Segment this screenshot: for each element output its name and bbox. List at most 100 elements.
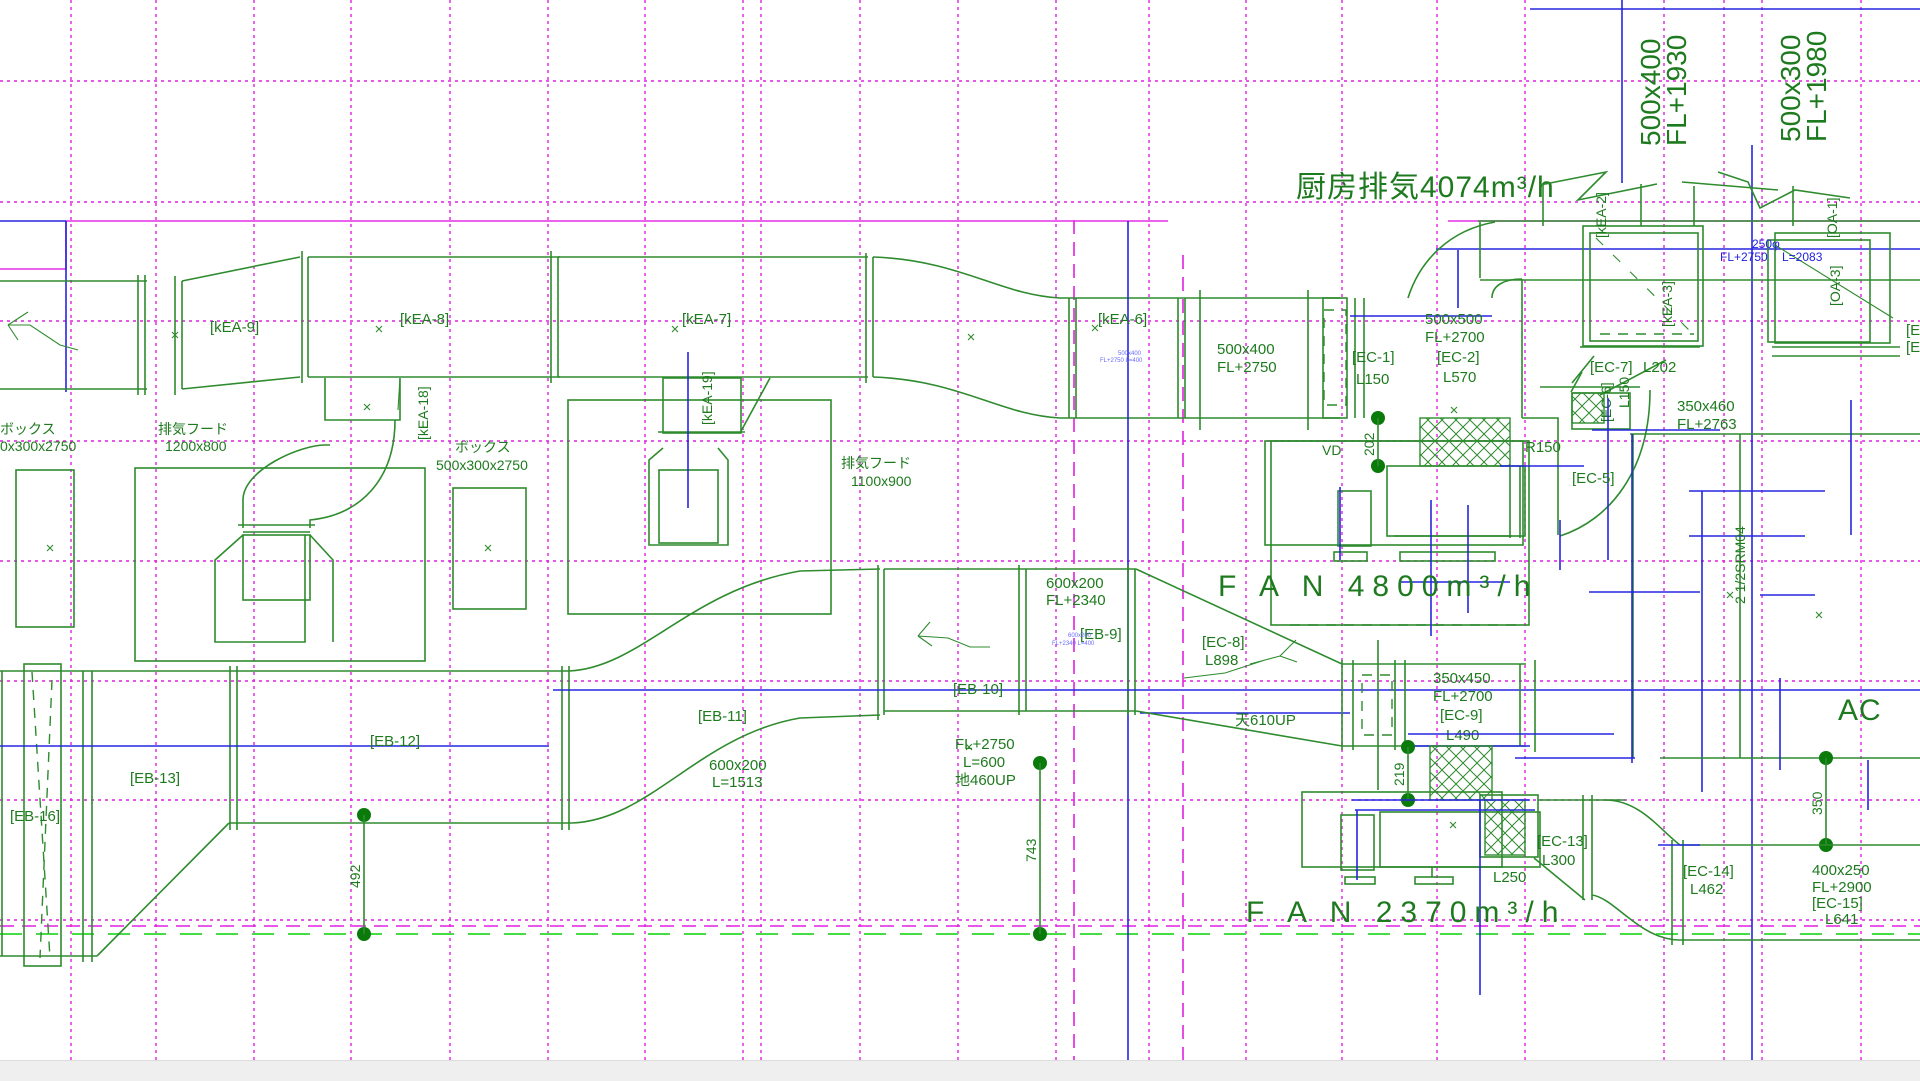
tag-kea-9: [kEA-9] bbox=[210, 319, 259, 336]
eb11-size: 600x200 bbox=[709, 757, 767, 774]
ec8-length: L898 bbox=[1205, 652, 1238, 669]
tag-kea-19: [kEA-19] bbox=[699, 371, 715, 425]
fan-2370[interactable]: [EC-8] L898 天610UP 350x450 FL+2700 [EC-9… bbox=[1135, 568, 1920, 995]
tag-ec-15: [EC-15] bbox=[1812, 895, 1863, 912]
duct-size-350x460: 350x460 bbox=[1677, 398, 1735, 415]
status-bar bbox=[0, 1060, 1920, 1081]
ec15-level: FL+2900 bbox=[1812, 879, 1872, 896]
box-left-name: ボックス bbox=[0, 421, 56, 437]
exhaust-duct-eb-run[interactable]: [EB-9] 600x200 FL+2340 L=400 600x200 FL+… bbox=[0, 565, 1920, 967]
duct-size-500x400: 500x400 bbox=[1217, 341, 1275, 358]
ec15-length: L641 bbox=[1825, 911, 1858, 928]
hood2-name: 排気フード bbox=[841, 455, 911, 471]
volume-damper-label: VD bbox=[1322, 442, 1341, 458]
fan-4800-title: F A N 4800m³/h bbox=[1218, 570, 1538, 603]
exhaust-hood-1[interactable]: 排気フード 1200x800 [kEA-18] bbox=[134, 377, 431, 662]
duct-a-level: FL+1930 bbox=[1661, 35, 1692, 146]
fan-4800[interactable]: [EC-1] L150 500x500 FL+2700 [EC-2] L570 … bbox=[1199, 290, 1561, 636]
tag-eb-13: [EB-13] bbox=[130, 770, 180, 787]
tag-ec-1: [EC-1] bbox=[1352, 349, 1395, 366]
tag-e-right-1: [E bbox=[1906, 322, 1920, 339]
duct-level-2700: FL+2700 bbox=[1425, 329, 1485, 346]
tag-ec-8: [EC-8] bbox=[1202, 634, 1245, 651]
tag-ec-13: [EC-13] bbox=[1537, 833, 1588, 850]
box-left-size: 0x300x2750 bbox=[0, 438, 77, 454]
ec7-length: L202 bbox=[1643, 359, 1676, 376]
kitchen-exhaust-duct-run[interactable]: [kEA-9] [kEA-8] [kEA-7] [kEA-6] 500x400 … bbox=[0, 220, 1340, 1060]
ceiling-up-note: 天610UP bbox=[1235, 712, 1296, 729]
ec14-length: L462 bbox=[1690, 881, 1723, 898]
duct-b-size: 500x300 bbox=[1775, 35, 1806, 142]
tag-oa-1: [OA-1] bbox=[1824, 198, 1840, 238]
tag-kea-8: [kEA-8] bbox=[400, 311, 449, 328]
dim-492: 492 bbox=[347, 864, 363, 888]
duct-b-level: FL+1980 bbox=[1801, 31, 1832, 142]
right-pipe-structure[interactable]: 2 1/2SRM04 AC 350 bbox=[1515, 400, 1920, 852]
tag-eb-10: [EB-10] bbox=[953, 681, 1003, 698]
length-l250: L250 bbox=[1493, 869, 1526, 886]
ec9-size: 350x450 bbox=[1433, 670, 1491, 687]
ec1-length: L150 bbox=[1356, 371, 1389, 388]
tag-ec-6: [EC-6] bbox=[1598, 382, 1614, 422]
tag-kea-3: [kEA-3] bbox=[1659, 281, 1675, 327]
dim-743: 743 bbox=[1023, 838, 1039, 862]
tag-kea-18: [kEA-18] bbox=[415, 386, 431, 440]
ec5-length: L150 bbox=[1616, 377, 1632, 408]
blue-duct-level: FL+2750 bbox=[1720, 250, 1768, 264]
dim-219: 219 bbox=[1391, 762, 1407, 786]
fan-discharge-connection[interactable]: [EC-7] L202 [EC-6] L150 350x460 FL+2763 … bbox=[1500, 355, 1737, 570]
tag-ec-9: [EC-9] bbox=[1440, 707, 1483, 724]
dim-202: 202 bbox=[1361, 432, 1377, 456]
insertion-markers bbox=[46, 324, 1823, 829]
tag-kea-2: [kEA-2] bbox=[1593, 192, 1609, 238]
ec9-length: L490 bbox=[1446, 727, 1479, 744]
duct-a-size: 500x400 bbox=[1635, 39, 1666, 146]
tag-eb-9: [EB-9] bbox=[1080, 626, 1122, 643]
kitchen-exhaust-title: 厨房排気4074m³/h bbox=[1296, 171, 1555, 204]
ec9-level: FL+2700 bbox=[1433, 688, 1493, 705]
box-mid-size: 500x300x2750 bbox=[436, 457, 528, 473]
tag-ec-2: [EC-2] bbox=[1437, 349, 1480, 366]
tag-oa-3: [OA-3] bbox=[1827, 266, 1843, 306]
tag-kea-7: [kEA-7] bbox=[682, 311, 731, 328]
tag-e-right-2: [E bbox=[1906, 339, 1920, 356]
box-left[interactable]: ボックス 0x300x2750 bbox=[0, 421, 77, 628]
hood2-size: 1100x900 bbox=[851, 473, 912, 489]
tiny-note-1b: FL+2750 L=400 bbox=[1100, 358, 1143, 364]
riser-note: 地460UP bbox=[955, 772, 1016, 789]
blue-duct-diameter: 250φ bbox=[1752, 237, 1780, 251]
radius-r150: R150 bbox=[1525, 439, 1561, 456]
kitchen-exhaust-riser[interactable]: 厨房排気4074m³/h 500x400 FL+1930 500x300 FL+… bbox=[1296, 0, 1920, 1060]
eb9-size: 600x200 bbox=[1046, 575, 1104, 592]
ec2-length: L570 bbox=[1443, 369, 1476, 386]
duct-level-2750: FL+2750 bbox=[1217, 359, 1277, 376]
box-mid[interactable]: ボックス 500x300x2750 bbox=[436, 439, 528, 610]
riser-length: L=600 bbox=[963, 754, 1005, 771]
tag-eb-16: [EB-16] bbox=[10, 808, 60, 825]
wall-lines bbox=[0, 220, 1920, 270]
tag-eb-12: [EB-12] bbox=[370, 733, 420, 750]
blue-duct-length: L=2083 bbox=[1782, 250, 1823, 264]
ac-label: AC bbox=[1838, 694, 1882, 727]
tag-ec-7: [EC-7] bbox=[1590, 359, 1633, 376]
fan-2370-title: F A N 2370m³/h bbox=[1246, 896, 1566, 929]
tiny-note-1a: 500x400 bbox=[1118, 351, 1142, 357]
tiny-note-2a: 600x200 bbox=[1068, 633, 1092, 639]
riser-level: FL+2750 bbox=[955, 736, 1015, 753]
hood1-name: 排気フード bbox=[158, 421, 228, 437]
tag-ec-14: [EC-14] bbox=[1683, 863, 1734, 880]
duct-level-2763: FL+2763 bbox=[1677, 416, 1737, 433]
tag-eb-11: [EB-11] bbox=[698, 708, 747, 725]
pipe-note: 2 1/2SRM04 bbox=[1732, 526, 1748, 604]
ec13-length: L300 bbox=[1542, 852, 1575, 869]
tag-ec-5: [EC-5] bbox=[1572, 470, 1615, 487]
ec15-size: 400x250 bbox=[1812, 862, 1870, 879]
tiny-note-2b: FL+2340 L=400 bbox=[1052, 641, 1095, 647]
eb11-length: L=1513 bbox=[712, 774, 762, 791]
duct-size-500x500: 500x500 bbox=[1425, 311, 1483, 328]
dim-350: 350 bbox=[1809, 791, 1825, 815]
riser-elbow bbox=[1407, 221, 1523, 418]
exhaust-hood-2[interactable]: [kEA-19] 排気フード 1100x900 bbox=[567, 352, 912, 615]
